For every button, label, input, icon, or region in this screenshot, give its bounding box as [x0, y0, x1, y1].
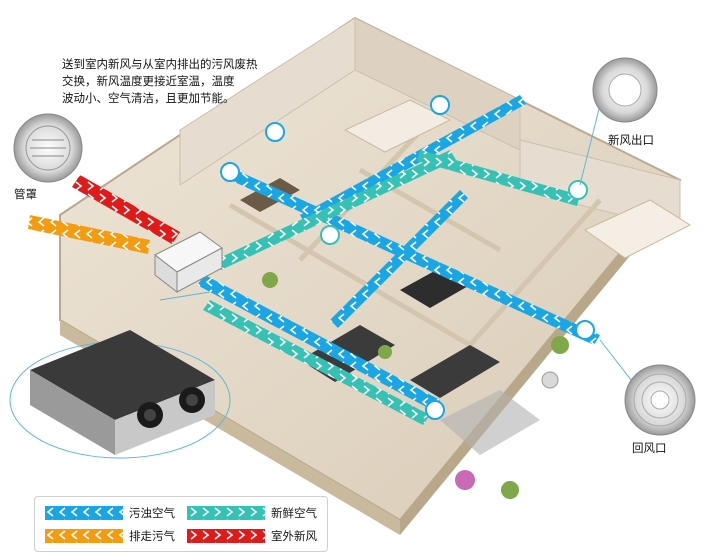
legend-label: 污浊空气 [129, 506, 175, 520]
legend-item-exhaust-air: 排走污气 [45, 528, 175, 544]
legend-swatch-stale-air [45, 506, 123, 520]
label-fresh-outlet: 新风出口 [608, 133, 654, 147]
wall-hood-icon [13, 113, 83, 183]
legend-item-fresh-air: 新鲜空气 [187, 505, 317, 521]
duct-exhaust-air [28, 215, 150, 254]
legend-label: 新鲜空气 [271, 506, 317, 520]
ceiling-diffusers [220, 95, 595, 420]
duct-stale-branch-1 [300, 95, 526, 225]
duct-outdoor-air [72, 175, 180, 244]
legend-swatch-outdoor-air [187, 529, 265, 543]
legend-swatch-fresh-air [187, 506, 265, 520]
legend-label: 室外新风 [271, 529, 317, 543]
duct-fresh-branch [417, 150, 580, 206]
legend-item-outdoor-air: 室外新风 [187, 528, 317, 544]
legend-label: 排走污气 [129, 529, 175, 543]
duct-fresh-trunk [203, 300, 430, 425]
legend-item-stale-air: 污浊空气 [45, 505, 175, 521]
legend: 污浊空气 新鲜空气 排走污气 室外新风 [34, 496, 328, 552]
duct-fresh-main [215, 150, 456, 270]
system-description: 送到室内新风与从室内排出的污风废热 交换，新风温度更接近室温，温度 波动小、空气… [62, 56, 292, 107]
duct-stale-main [197, 275, 440, 410]
description-line: 送到室内新风与从室内排出的污风废热 [62, 57, 258, 71]
fresh-air-outlet-icon [579, 57, 658, 186]
duct-stale-branch-2 [330, 190, 468, 328]
label-return-vent: 回风口 [632, 441, 667, 455]
legend-swatch-exhaust-air [45, 529, 123, 543]
description-line: 波动小、空气清洁，且更加节能。 [62, 91, 235, 105]
label-hood: 管罩 [14, 187, 37, 201]
ventilation-unit-icon [154, 231, 223, 294]
description-line: 交换，新风温度更接近室温，温度 [62, 74, 235, 88]
return-air-vent-icon [599, 339, 696, 436]
product-callout [9, 291, 231, 459]
duct-network [28, 95, 600, 425]
